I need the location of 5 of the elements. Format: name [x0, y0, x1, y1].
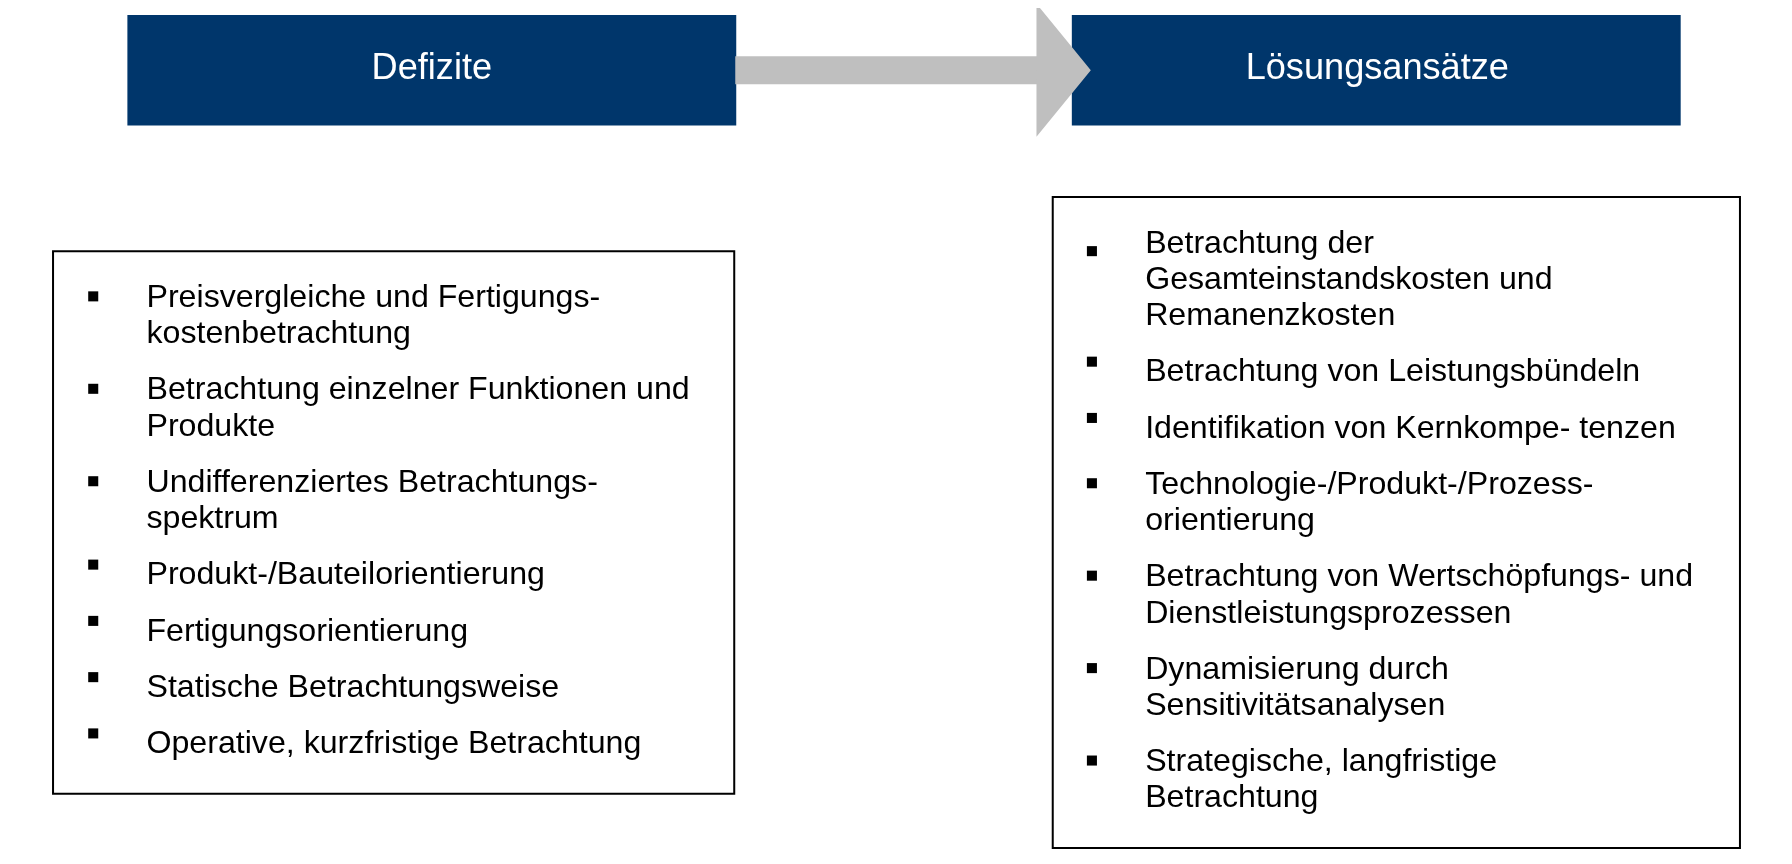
- arrow: [734, 8, 1091, 137]
- node-box: Betrachtung der Gesamteinstandskosten und Remanenzkosten Betrachtung von Leistungsbündeln Identifikation von Kernkompe- tenzen Technologie-/Produkt-/Prozess- orientierung Betrachtung von Wertschöpfungs- und Dienstleistungsprozessen Dynamisierung durch Sensitivitätsanalysen Strategische, langfristige Betrachtung: [1051, 195, 1741, 849]
- node-box: Preisvergleiche und Fertigungs- kostenbetrachtung Betrachtung einzelner Funktionen und Produkte Undifferenziertes Betrachtungs- spektrum Produkt-/Bauteilorientierung Fertigungsorientierung Statische Betrachtungsweise Operative, kurzfristige Betrachtung: [51, 250, 735, 795]
- node-box: Lösungsansätze: [1071, 15, 1681, 126]
- node-box: Defizite: [126, 15, 736, 126]
